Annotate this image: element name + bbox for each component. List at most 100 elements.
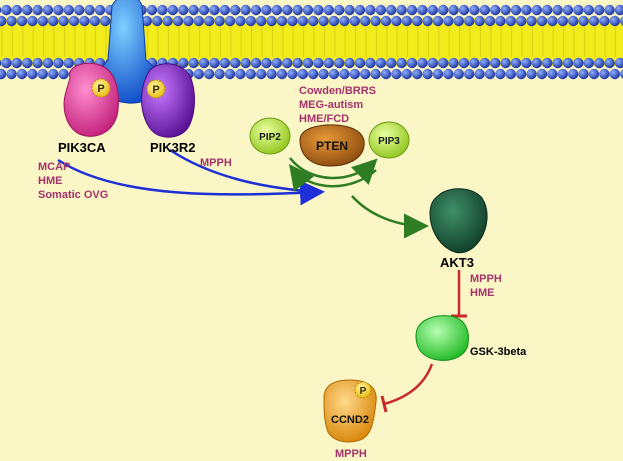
lipid-head (495, 15, 506, 27)
phospho-label: P (152, 84, 159, 96)
lipid-head (479, 57, 490, 69)
pten-label: PTEN (316, 139, 348, 153)
lipid-head (599, 68, 610, 80)
lipid-head (42, 57, 54, 69)
lipid-head (349, 15, 360, 27)
lipid-head (474, 68, 485, 80)
lipid-head (146, 4, 158, 16)
gsk3b-protein (415, 315, 469, 361)
lipid-head (490, 57, 501, 69)
lipid-head (344, 4, 355, 16)
lipid-head (557, 68, 568, 80)
lipid-head (380, 68, 392, 80)
lipid-head (94, 4, 106, 16)
lipid-head (614, 4, 623, 16)
lipid-head (0, 6, 2, 14)
lipid-head (552, 57, 563, 69)
lipid-head (100, 15, 111, 27)
lipid-head (469, 4, 480, 16)
akt3-disorders: MPPH HME (470, 272, 502, 300)
gsk3b-label: GSK-3beta (470, 346, 527, 358)
lipid-head (620, 69, 623, 79)
lipid-head (510, 4, 522, 16)
phospho-label: P (360, 386, 367, 397)
lipid-head (583, 57, 594, 69)
lipid-head (521, 4, 532, 16)
lipid-head (157, 4, 168, 16)
lipid-head (53, 57, 64, 69)
lipid-head (214, 68, 225, 80)
lipid-head (193, 68, 204, 80)
pip3-node: PIP3 (368, 121, 410, 159)
lipid-head (386, 57, 397, 69)
lipid-head (167, 4, 178, 16)
lipid-head (516, 15, 527, 27)
lipid-head (198, 4, 210, 16)
lipid-head (339, 68, 350, 80)
lipid-head (323, 57, 334, 69)
lipid-head (282, 57, 293, 69)
lipid-head (568, 15, 579, 27)
lipid-head (328, 15, 340, 27)
lipid-head (0, 59, 2, 67)
lipid-head (141, 15, 152, 27)
lipid-head (22, 57, 33, 69)
lipid-head (16, 15, 28, 27)
lipid-head (422, 15, 433, 27)
lipid-head (453, 68, 464, 80)
lipid-head (178, 57, 189, 69)
lipid-head (48, 15, 59, 27)
lipid-head (360, 15, 371, 27)
lipid-head (417, 4, 428, 16)
pik3ca-label: PIK3CA (58, 140, 106, 155)
lipid-head (162, 15, 173, 27)
lipid-head (484, 15, 496, 27)
pip3-to-akt3-arrow (351, 195, 429, 239)
disorder-item: Somatic OVG (38, 189, 109, 201)
lipid-head (63, 57, 74, 69)
lipid-head (344, 57, 355, 69)
lipid-head (297, 68, 308, 80)
lipid-head (16, 68, 28, 80)
lipid-head (302, 57, 314, 69)
lipid-head (214, 15, 225, 27)
lipid-head (536, 68, 548, 80)
lipid-head (614, 57, 623, 69)
lipid-head (391, 68, 402, 80)
lipid-head (438, 4, 449, 16)
phospho-badge-ccnd2 (354, 381, 372, 399)
lipid-head (375, 4, 386, 16)
lipid-head (521, 57, 532, 69)
lipid-head (37, 15, 48, 27)
lipid-head (37, 68, 48, 80)
lipid-head (542, 4, 553, 16)
lipid-head (432, 15, 444, 27)
lipid-head (573, 4, 584, 16)
lipid-head (6, 68, 17, 80)
lipid-head (573, 57, 584, 69)
lipid-head (484, 68, 496, 80)
lipid-head (412, 68, 423, 80)
lipid-head (469, 57, 480, 69)
lipid-head (1, 4, 12, 16)
lipid-head (250, 4, 262, 16)
lipid-head (536, 15, 548, 27)
lipid-head (448, 4, 459, 16)
lipid-head (386, 4, 397, 16)
lipid-head (27, 68, 38, 80)
lipid-head (235, 15, 246, 27)
pik3r2-protein (141, 63, 195, 138)
lipid-head (183, 15, 194, 27)
lipid-head (604, 57, 615, 69)
lipid-head (287, 68, 298, 80)
lipid-head (250, 57, 262, 69)
lipid-head (370, 68, 381, 80)
lipid-head (334, 4, 345, 16)
lipid-head (531, 4, 542, 16)
lipid-head (380, 15, 392, 27)
disorder-item: MPPH (200, 157, 232, 169)
lipid-head (53, 4, 64, 16)
lipid-head (349, 68, 360, 80)
lipid-head (505, 15, 516, 27)
lipid-head (219, 57, 230, 69)
